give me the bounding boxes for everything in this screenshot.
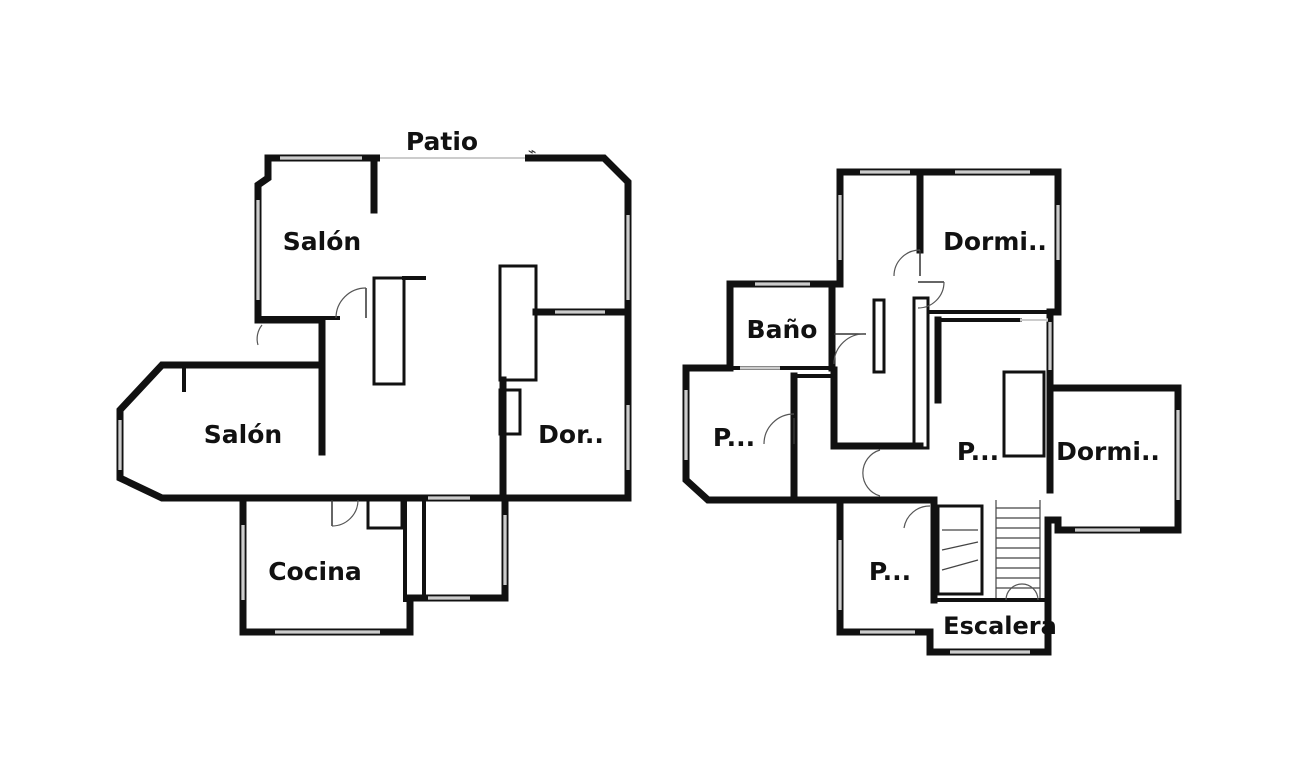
wardrobe-hanger-3 [941,559,979,571]
cocina-label: Cocina [268,557,362,586]
wardrobe [936,504,984,596]
salon-left-label: Salón [204,420,282,449]
pasillo-left-label: P... [713,423,755,452]
ground-floor-doors [256,287,367,527]
ground-floor-windows [118,156,630,634]
hall-column-right [912,296,930,450]
patio-label: Patio [406,127,478,156]
pasillo-bottom-label: P... [869,557,911,586]
wardrobe-hanger-2 [941,541,979,551]
dormitorio-top-label: Dormi.. [943,227,1047,256]
upper-floor-windows [684,170,1180,654]
center-closet [1002,370,1046,458]
staircase [995,500,1041,598]
patio-direction-mark: ⌁ [528,144,536,160]
upper-floor-doors [763,249,1039,601]
dormitorio-label: Dor.. [538,420,604,449]
ground-floor-exterior-wall [116,154,632,636]
central-closet [372,276,406,386]
escalera-label: Escalera [943,612,1057,640]
pasillo-center-label: P... [957,437,999,466]
ground-floor-plan: ⌁ [116,127,632,636]
bano-label: Baño [747,315,818,344]
upper-floor-plan: Dormi.. Baño P... P... Dormi.. P... Esca… [682,168,1182,656]
hall-column-left [872,298,886,374]
right-closet [498,264,538,382]
salon-top-label: Salón [283,227,361,256]
kitchen-pantry [366,498,404,530]
dormitorio-right-label: Dormi.. [1056,437,1160,466]
